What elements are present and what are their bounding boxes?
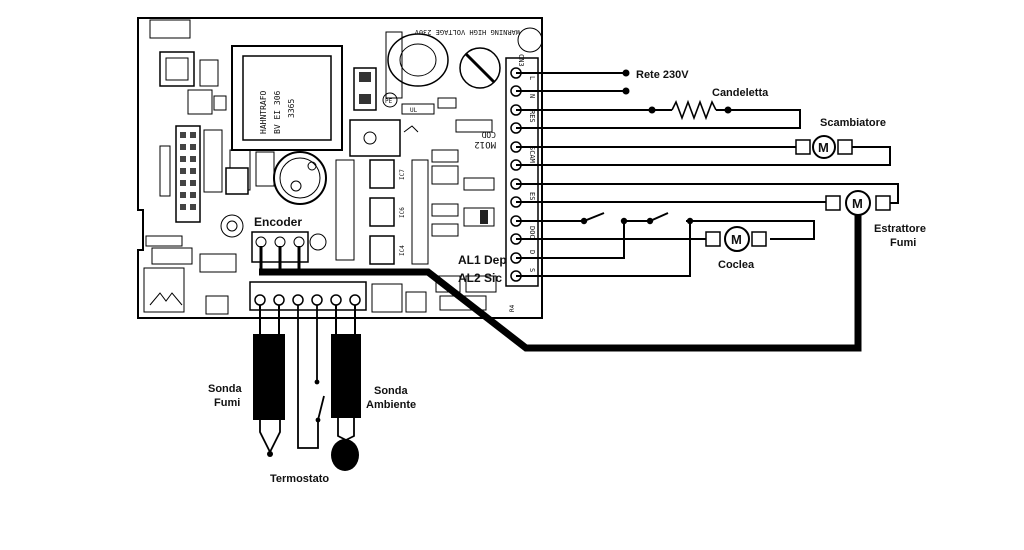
warning-text: WARNING HIGH VOLTAGE 230V [414, 28, 520, 36]
transformer-label-2: BV EI 306 [273, 90, 282, 134]
motor-symbol-estrattore: M [852, 196, 863, 211]
motor-scambiatore: M [795, 135, 853, 159]
motor-symbol-scambiatore: M [818, 140, 829, 155]
label-encoder: Encoder [254, 215, 302, 229]
fuse-holder [387, 33, 449, 87]
term-l: L [528, 76, 536, 80]
label-al2: AL2 Sic [458, 271, 502, 285]
label-coclea: Coclea [718, 259, 755, 271]
svg-text:IC6: IC6 [399, 207, 406, 218]
svg-text:PE: PE [385, 98, 393, 105]
board-cod: COD [481, 130, 496, 139]
term-scam: SCAM [528, 146, 536, 163]
capacitor [273, 151, 327, 205]
motor-coclea: M [705, 226, 767, 252]
termostato [297, 305, 325, 449]
transformer [231, 45, 343, 151]
term-res: RES [528, 110, 536, 123]
connector-cn8 [175, 125, 201, 223]
label-sonda-fumi-1: Sonda [208, 383, 242, 395]
term-es: ES [528, 192, 536, 200]
relay [349, 119, 401, 157]
labels: Rete 230V Candeletta Scambiatore Estratt… [208, 69, 926, 485]
motor-estrattore: M [825, 190, 891, 216]
board-model: MO12 [474, 139, 496, 149]
svg-text:R4: R4 [509, 304, 516, 312]
label-rete: Rete 230V [636, 69, 689, 81]
ic-column: IC7 IC6 IC4 [335, 159, 429, 265]
label-sonda-amb-2: Ambiente [366, 399, 416, 411]
term-n: N [528, 94, 536, 98]
label-estrattore: Estrattore [874, 223, 926, 235]
svg-text:UL: UL [410, 107, 418, 114]
term-d: D [528, 250, 536, 254]
motor-symbol-coclea: M [731, 232, 742, 247]
label-sonda-amb-1: Sonda [374, 385, 408, 397]
svg-text:IC7: IC7 [399, 169, 406, 180]
label-candeletta: Candeletta [712, 87, 769, 99]
terminal-block-sensors [249, 281, 427, 313]
label-termostato: Termostato [270, 473, 329, 485]
svg-text:CN3: CN3 [517, 54, 525, 67]
label-al1: AL1 Dep [458, 253, 507, 267]
label-sonda-fumi-2: Fumi [214, 397, 240, 409]
encoder-wires [259, 246, 301, 272]
label-fumi: Fumi [890, 237, 916, 249]
transformer-label-3: 3365 [287, 99, 296, 118]
sonda-ambiente [331, 305, 361, 471]
svg-text:IC4: IC4 [399, 245, 406, 256]
wire-endpoints [622, 69, 732, 114]
transformer-label-1: HAHNTRAFO [259, 90, 268, 134]
sonda-fumi [253, 305, 285, 457]
encoder-cable [259, 214, 862, 352]
label-scambiatore: Scambiatore [820, 117, 886, 129]
terminal-block-power: CN3 L N RES SCAM ES DOC D S [505, 54, 539, 287]
wiring [516, 72, 899, 277]
term-s: S [528, 268, 536, 272]
term-doc: DOC [528, 226, 536, 239]
